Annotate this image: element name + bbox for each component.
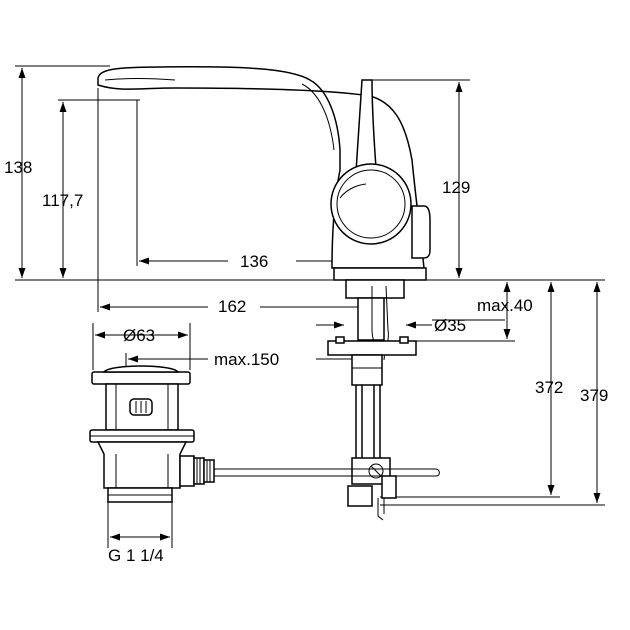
- label-379: 379: [580, 386, 608, 405]
- label-136: 136: [240, 252, 268, 271]
- label-138: 138: [4, 158, 32, 177]
- pull-rod: [214, 468, 440, 477]
- label-129: 129: [442, 178, 470, 197]
- cartridge-disc: [330, 163, 412, 245]
- label-117-7: 117,7: [42, 191, 83, 210]
- label-372: 372: [535, 378, 563, 397]
- label-thread: G 1 1/4: [108, 546, 164, 565]
- label-d35: Ø35: [434, 316, 466, 335]
- dimension-labels: 138 117,7 129 136 162 max.40 Ø35 Ø63 max…: [4, 158, 608, 565]
- threaded-rod: [351, 354, 383, 386]
- label-max40: max.40: [477, 296, 533, 315]
- side-knob: [411, 205, 431, 259]
- label-162: 162: [218, 297, 246, 316]
- rod-clamp: [351, 457, 391, 485]
- shank: [345, 279, 405, 299]
- tap-body: [97, 66, 431, 281]
- dimension-lines: [18, 68, 601, 541]
- waste-lower-body: [96, 441, 188, 489]
- waste-valve: [89, 365, 215, 503]
- extension-lines: [15, 65, 605, 548]
- label-max150: max.150: [214, 350, 279, 369]
- tailpiece: [327, 279, 417, 521]
- label-d63: Ø63: [123, 326, 155, 345]
- base-ring: [333, 267, 427, 281]
- pivot-nut: [179, 455, 195, 487]
